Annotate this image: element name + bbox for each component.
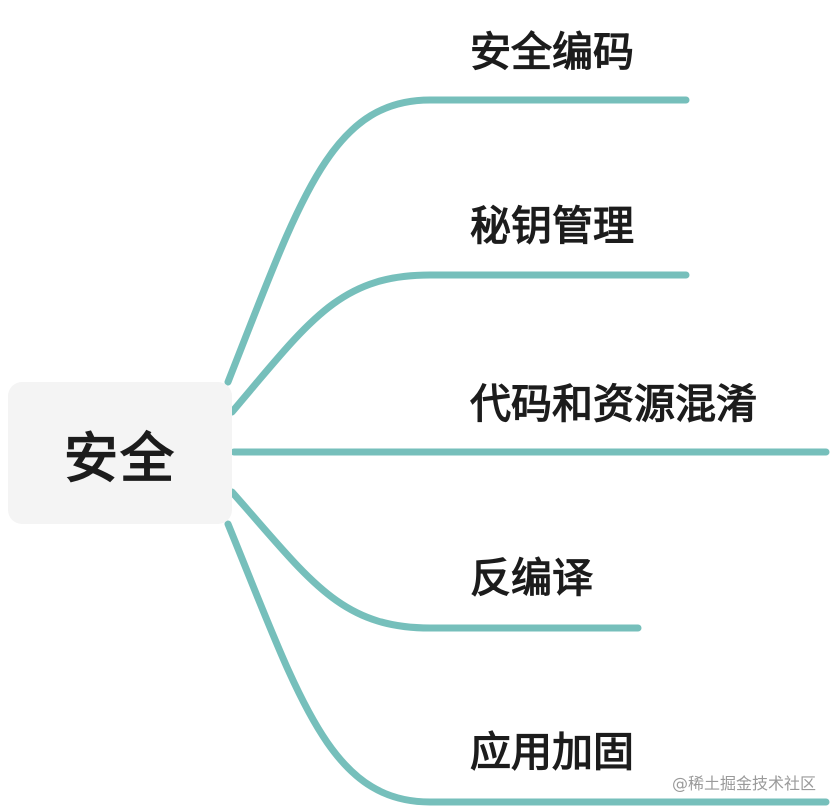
branch-decompile: 反编译 bbox=[470, 554, 593, 602]
connector-security-coding bbox=[224, 96, 690, 386]
branch-app-hardening: 应用加固 bbox=[470, 728, 634, 776]
connector-app-hardening bbox=[224, 520, 830, 806]
connector-decompile bbox=[228, 488, 642, 632]
branch-security-coding: 安全编码 bbox=[470, 28, 634, 76]
root-node: 安全 bbox=[8, 382, 232, 524]
branch-key-management: 秘钥管理 bbox=[470, 202, 634, 250]
branch-code-resource-obfuscation: 代码和资源混淆 bbox=[470, 380, 757, 428]
watermark: @稀土掘金技术社区 bbox=[671, 774, 816, 793]
root-label: 安全 bbox=[64, 426, 176, 490]
connector-key-management bbox=[228, 271, 690, 416]
